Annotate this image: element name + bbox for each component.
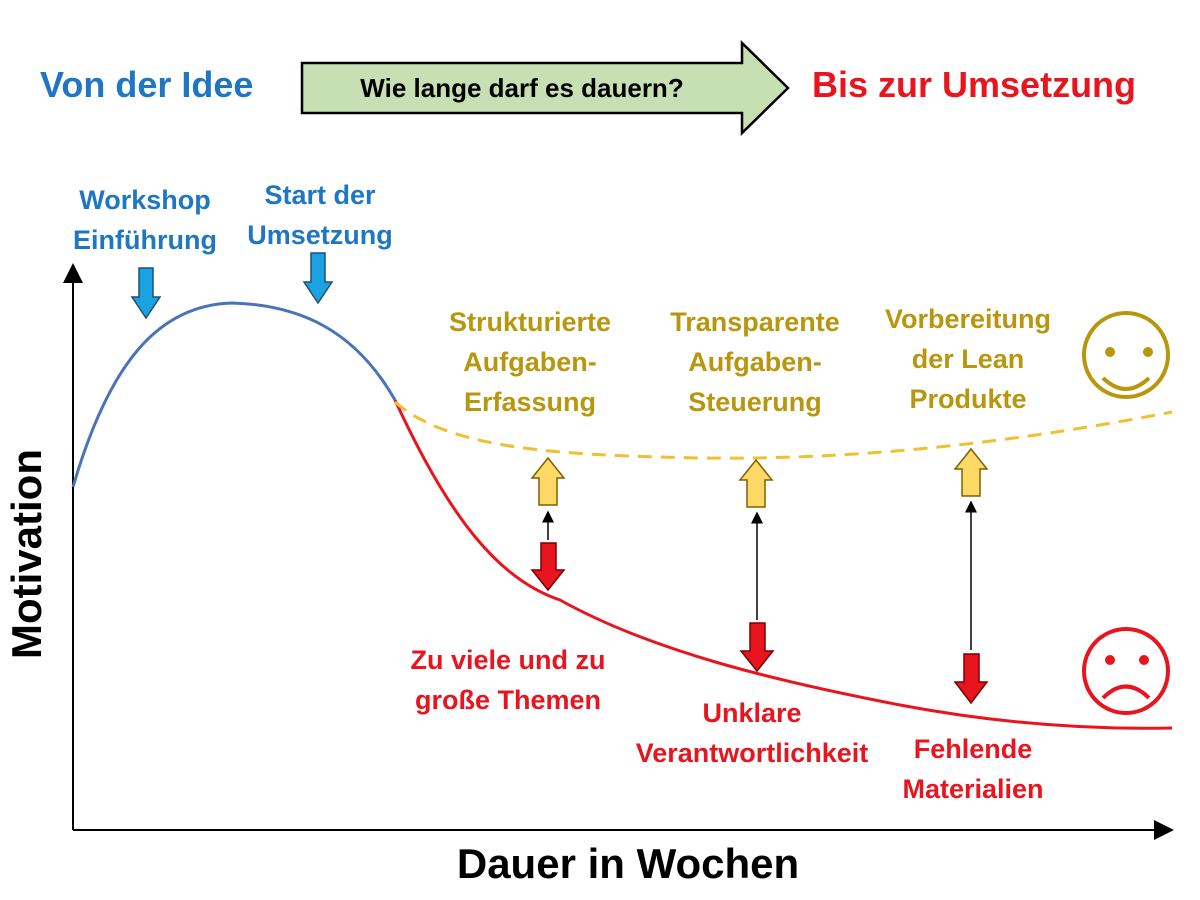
problem-arrow-3 [953,653,989,705]
header-arrow-shape [300,40,790,136]
header-left-text: Von der Idee [40,64,254,105]
header-arrow-text: Wie lange darf es dauern? [360,73,684,103]
problem-label-3: Fehlende Materialien [902,734,1044,804]
smiley-sad-icon [1082,627,1170,715]
milestone-label-workshop: Workshop Einführung [73,185,217,255]
milestone-arrow-workshop [130,267,162,320]
motivation-curve-improved [394,400,1173,460]
problem-arrow-1 [530,542,566,592]
milestone-label-start: Start der Umsetzung [247,180,393,250]
y-axis-title: Motivation [3,449,50,659]
measure-label-1: Strukturierte Aufgaben- Erfassung [448,307,612,417]
problem-arrow-2 [739,622,775,673]
problem-label-2: Unklare Verantwortlichkeit [635,698,869,768]
milestone-arrow-start [302,252,334,305]
problem-label-1: Zu viele und zu große Themen [410,645,606,715]
measure-label-3: Vorbereitung der Lean Produkte [884,304,1051,414]
measure-label-2: Transparente Aufgaben- Steuerung [670,307,840,417]
improvement-arrow-3 [953,447,989,497]
improvement-arrow-2 [738,458,774,508]
x-axis-title: Dauer in Wochen [456,840,800,887]
header-right-text: Bis zur Umsetzung [812,64,1137,105]
motivation-curve-decline [393,399,1173,730]
improvement-arrow-1 [530,456,566,506]
smiley-happy-icon [1082,311,1170,399]
motivation-curve-rise [71,301,397,488]
